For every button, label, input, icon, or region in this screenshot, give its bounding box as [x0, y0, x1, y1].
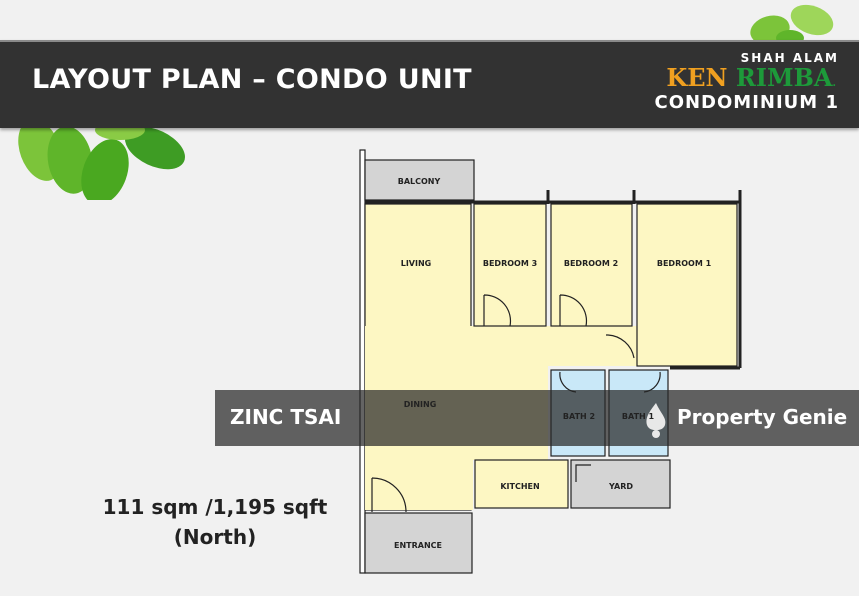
wall-left	[359, 149, 366, 574]
page-title: LAYOUT PLAN – CONDO UNIT	[32, 64, 472, 95]
room-bedroom1	[636, 203, 738, 367]
brand-name-rimba: RIMBA	[735, 63, 833, 92]
dining-lower	[365, 455, 473, 510]
property-genie-logo-icon	[646, 403, 666, 438]
room-entrance	[364, 512, 473, 574]
unit-orientation: (North)	[173, 525, 257, 549]
watermark-agent: ZINC TSAI	[230, 405, 342, 429]
room-kitchen	[474, 459, 569, 509]
brand-subtitle: CONDOMINIUM 1	[654, 92, 839, 113]
leaf-decoration	[18, 4, 834, 200]
watermark-band	[215, 390, 859, 446]
room-balcony	[364, 159, 475, 201]
room-yard	[570, 459, 671, 509]
brand-logo: KEN RIMBA.	[666, 63, 836, 92]
header-bar	[0, 40, 859, 128]
brand-name-ken: KEN	[666, 63, 728, 92]
room-bedroom2	[550, 203, 633, 327]
unit-size-info: 111 sqm /1,195 sqft (North)	[95, 492, 335, 552]
room-bedroom3	[473, 203, 547, 327]
watermark-brand: Property Genie	[677, 405, 848, 429]
unit-size: 111 sqm /1,195 sqft	[102, 495, 328, 519]
brand-location: SHAH ALAM	[740, 51, 839, 65]
